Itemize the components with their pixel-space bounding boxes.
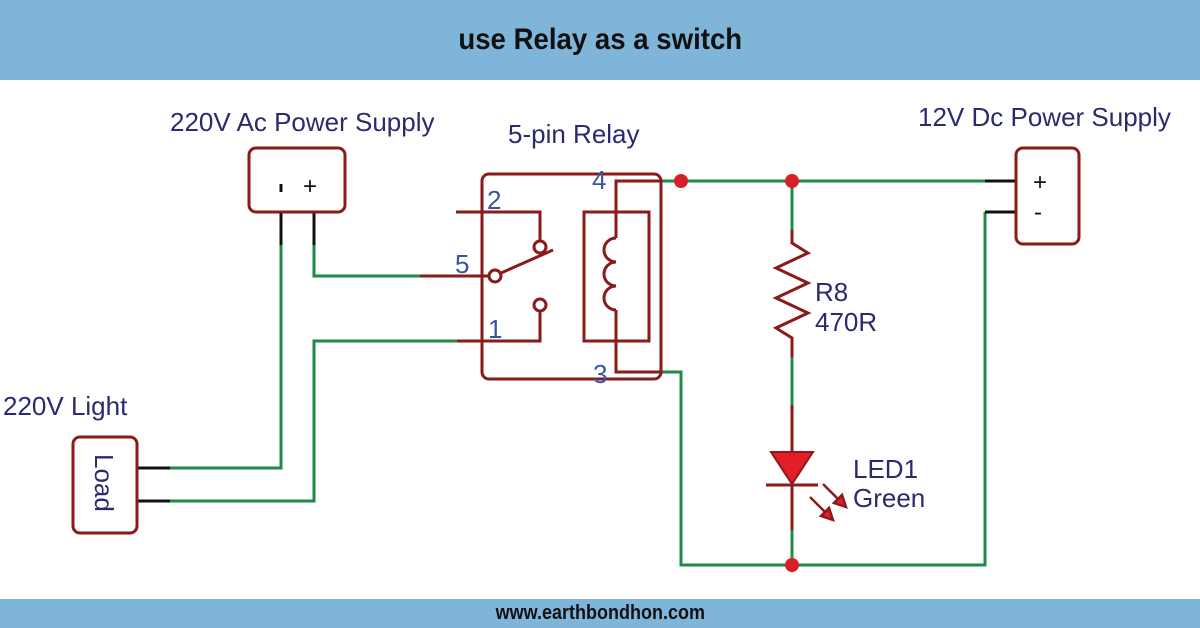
load-label: 220V Light (3, 391, 128, 421)
dc-power-supply: + - 12V Dc Power Supply (918, 102, 1171, 246)
relay-nc-contact (456, 210, 542, 240)
ac-pos-sign: + (303, 173, 317, 200)
relay-label: 5-pin Relay (508, 119, 640, 149)
wire-ac-pos-to-pin5 (312, 245, 420, 278)
load-light: Load 220V Light (3, 391, 139, 535)
led-value: Green (853, 483, 925, 513)
dc-supply-label: 12V Dc Power Supply (918, 102, 1171, 132)
wire-pin3-to-ground (662, 212, 987, 567)
led-ref: LED1 (853, 454, 918, 484)
footer-banner: www.earthbondhon.com (0, 599, 1200, 628)
wire-pin1-to-load (170, 339, 457, 503)
relay-switch-arm (500, 248, 554, 275)
terminal-leads (137, 179, 1016, 503)
ac-power-supply: + 220V Ac Power Supply (170, 107, 435, 214)
dc-pos-sign: + (1033, 169, 1047, 196)
ac-supply-box (247, 146, 347, 214)
relay-pin-5: 5 (455, 249, 469, 279)
dc-supply-box (1014, 146, 1081, 246)
junction-dot (785, 558, 799, 572)
relay-contact-1 (532, 297, 548, 313)
resistor-value: 470R (815, 307, 877, 337)
led1: LED1 Green (766, 405, 925, 530)
relay-no-contact (457, 311, 542, 343)
junctions (674, 174, 799, 572)
website-link[interactable]: www.earthbondhon.com (495, 602, 705, 624)
relay-body (480, 172, 663, 381)
junction-dot (785, 174, 799, 188)
relay-contact-2 (532, 239, 548, 255)
relay: 5-pin Relay 2 5 1 4 3 (420, 119, 663, 389)
dc-neg-sign: - (1034, 199, 1042, 226)
relay-pin-3: 3 (593, 359, 607, 389)
relay-coil-lead-top (614, 179, 662, 238)
wire-ac-neg-to-load (170, 245, 283, 470)
resistor-icon (772, 230, 812, 357)
ac-supply-label: 220V Ac Power Supply (170, 107, 435, 137)
resistor-ref: R8 (815, 277, 848, 307)
relay-pin-1: 1 (488, 314, 502, 344)
diagram-title: use Relay as a switch (458, 23, 742, 56)
led-light-arrows-icon (809, 483, 848, 522)
relay-coil-lead-bottom (614, 310, 662, 374)
relay-coil-icon (602, 236, 617, 312)
junction-dot (674, 174, 688, 188)
relay-pin-2: 2 (487, 185, 501, 215)
relay-pin-4: 4 (592, 165, 606, 195)
led-diode-icon (769, 451, 815, 486)
load-box (71, 435, 139, 535)
title-banner: use Relay as a switch (0, 0, 1200, 80)
load-body-text: Load (89, 454, 119, 512)
relay-common-contact (487, 268, 503, 284)
resistor-r8: R8 470R (772, 230, 877, 357)
